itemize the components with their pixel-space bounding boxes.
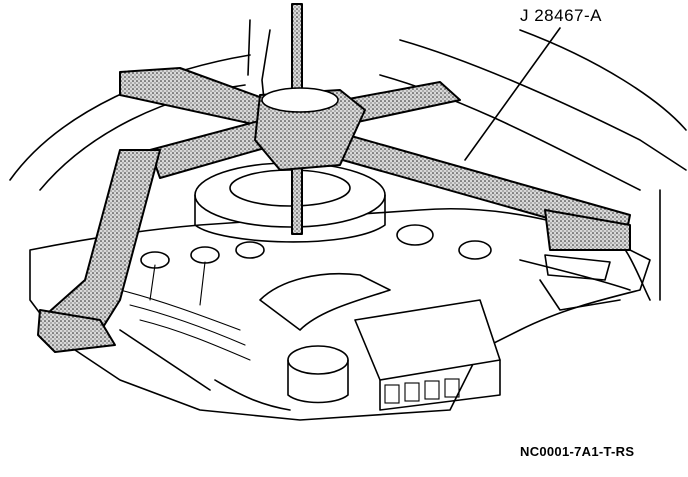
tool-callout-label: J 28467-A — [520, 6, 602, 25]
engine-support-fixture — [37, 67, 631, 353]
battery-cells — [384, 378, 460, 404]
callout-leader — [464, 27, 561, 161]
figure-code: NC0001-7A1-T-RS — [520, 444, 635, 459]
spark-plug-group — [119, 224, 492, 361]
engine-block — [29, 162, 651, 421]
